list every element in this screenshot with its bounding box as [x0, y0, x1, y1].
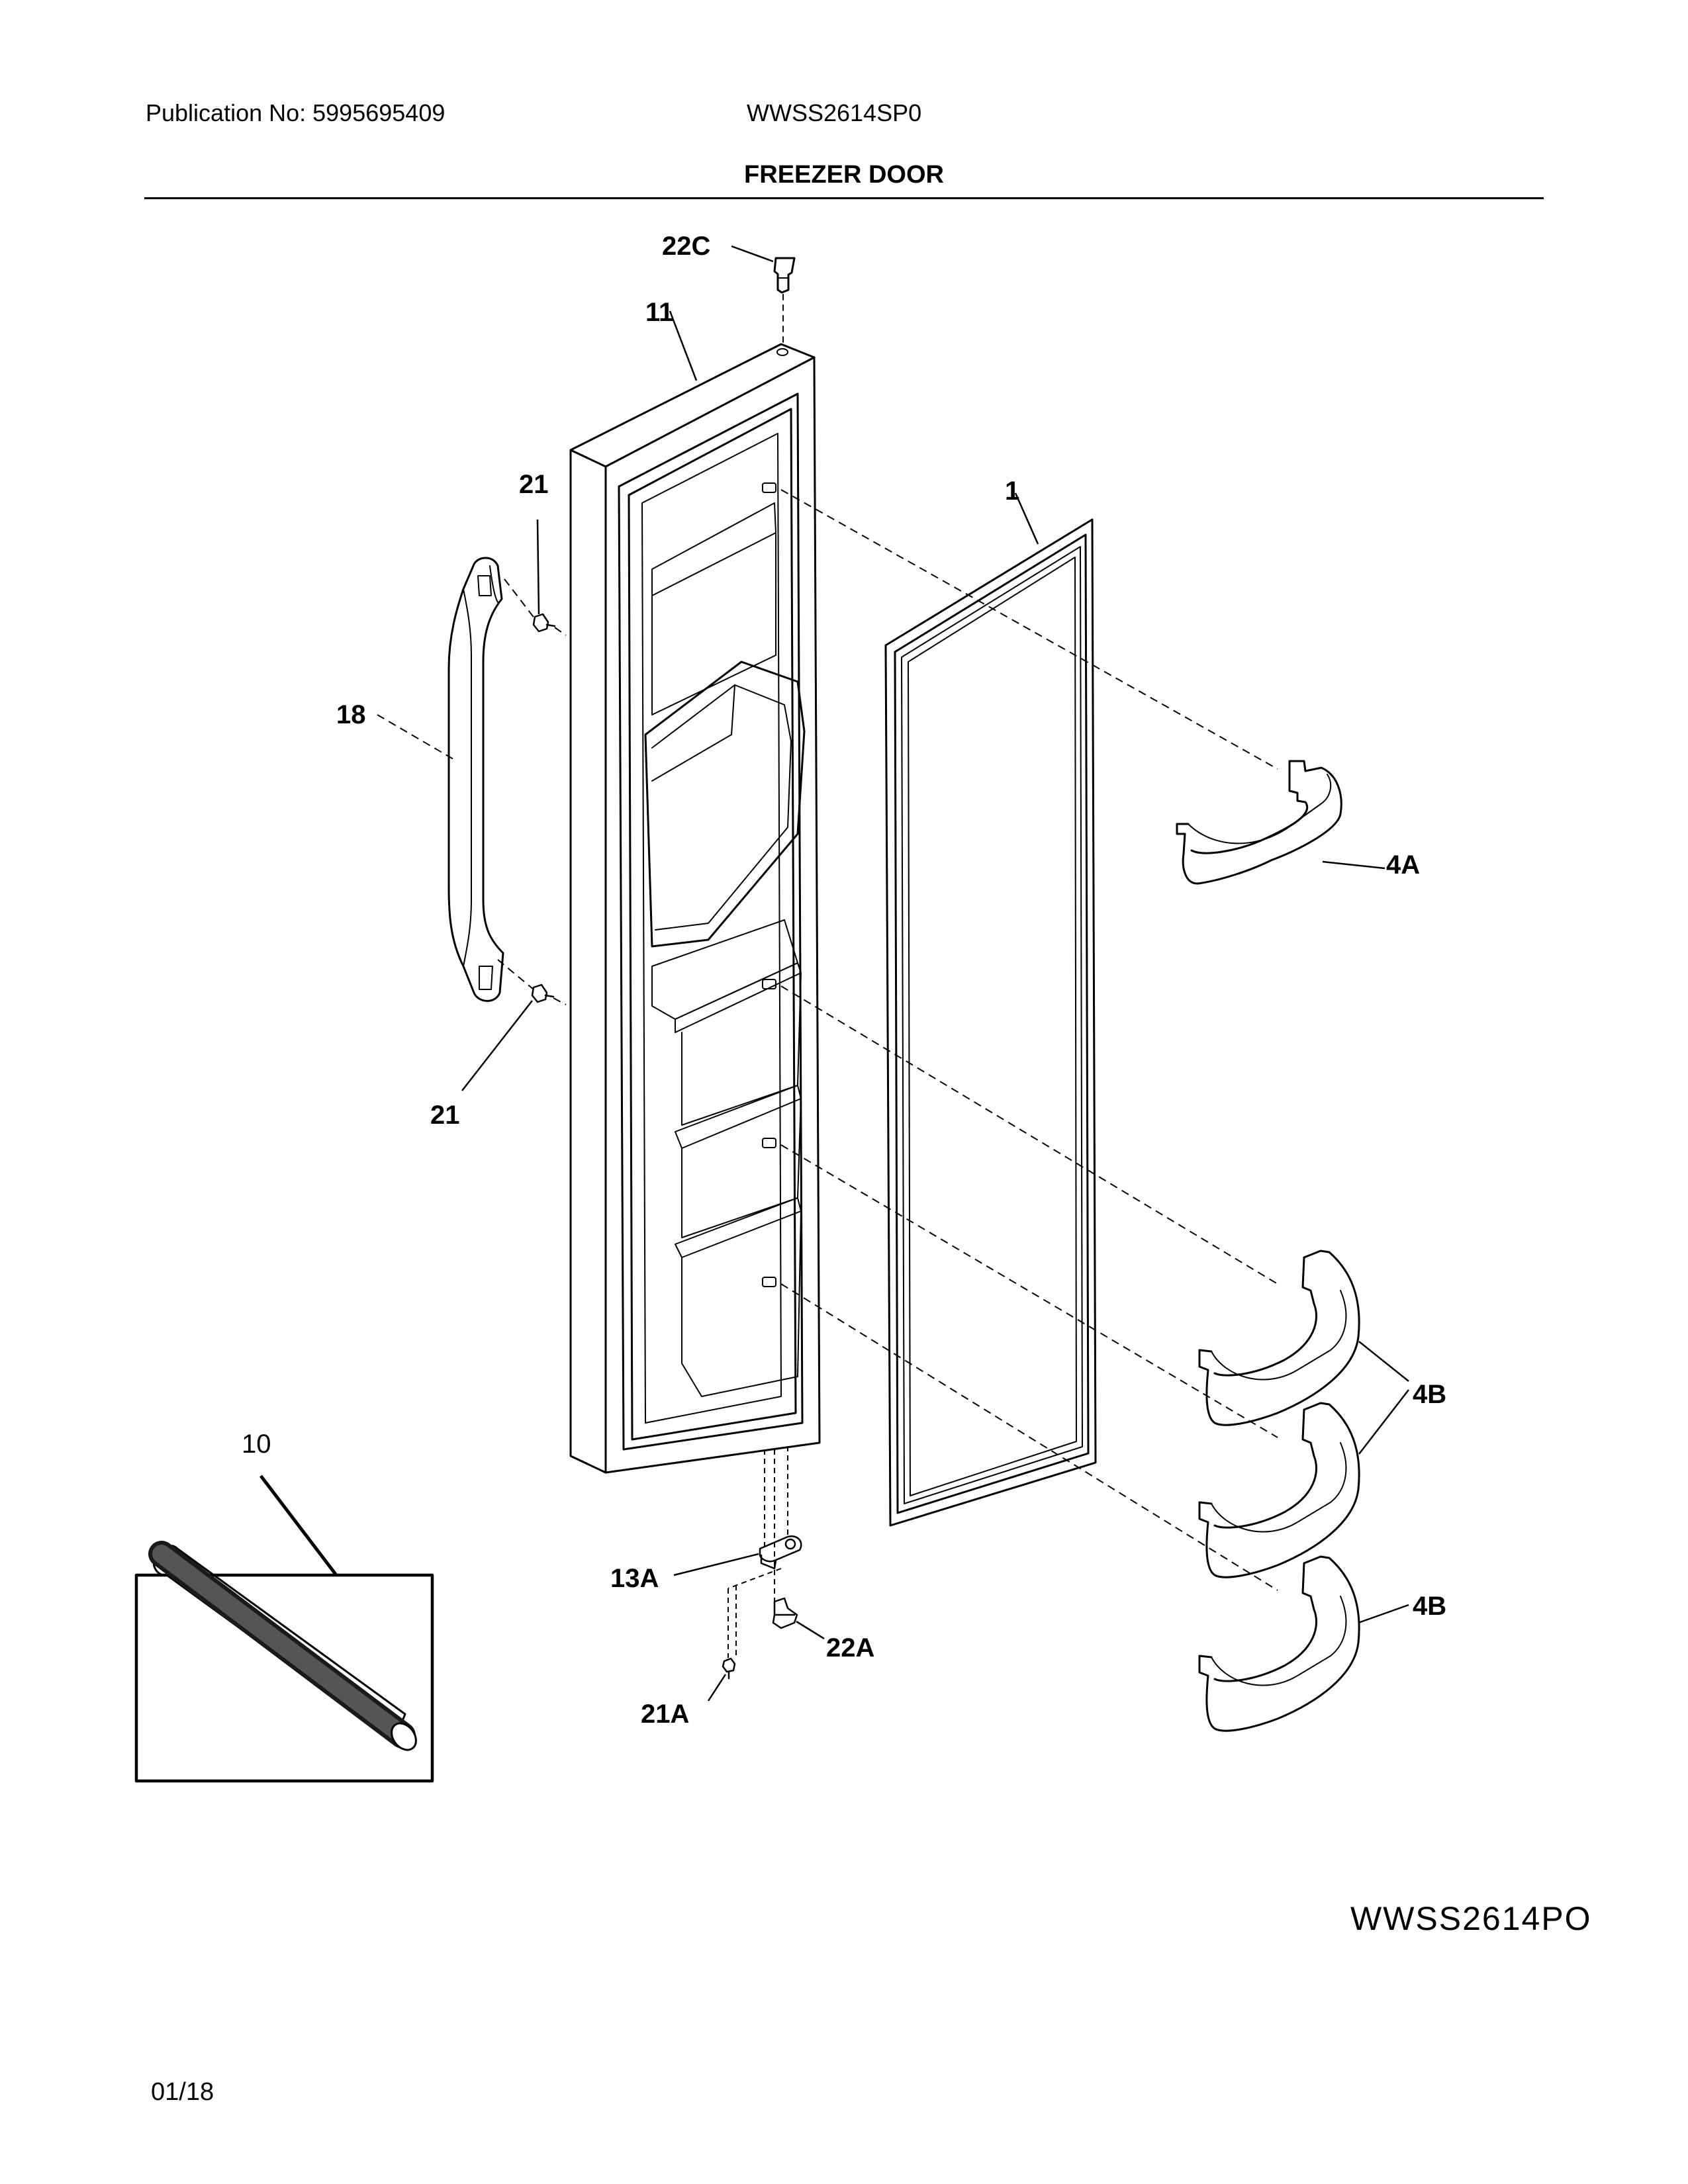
section-title: FREEZER DOOR — [744, 161, 944, 189]
callout-10: 10 — [242, 1430, 271, 1459]
part-4b-door-bin-3 — [1198, 1555, 1360, 1732]
part-4b-door-bin-1 — [1198, 1250, 1360, 1426]
diagram-code: WWSS2614PO — [1350, 1900, 1592, 1937]
callout-11: 11 — [645, 298, 673, 327]
part-21-screw-upper — [532, 613, 556, 633]
callout-13a: 13A — [610, 1564, 659, 1593]
callout-22a: 22A — [826, 1633, 874, 1662]
header-rule — [144, 197, 1544, 199]
leader-lines — [259, 245, 1409, 1702]
part-21a-screw — [722, 1657, 736, 1680]
callout-4b-lower: 4B — [1413, 1592, 1446, 1621]
part-22c-hinge-pin — [773, 257, 796, 294]
part-21-screw-lower — [531, 983, 555, 1003]
part-10-tubing-inset — [134, 1541, 434, 1783]
callout-22c: 22C — [662, 232, 710, 261]
callout-1: 1 — [1005, 477, 1019, 506]
alignment-lines — [377, 489, 1278, 1658]
model-number: WWSS2614SP0 — [747, 99, 922, 126]
callout-18: 18 — [336, 700, 366, 729]
callout-21a: 21A — [641, 1700, 689, 1729]
part-18-door-handle — [447, 557, 504, 1002]
part-4a-door-bin — [1176, 760, 1342, 885]
part-13a-hinge-bracket — [759, 1535, 802, 1570]
callout-4a: 4A — [1386, 850, 1420, 880]
callout-21-bottom: 21 — [430, 1101, 460, 1130]
revision-date: 01/18 — [151, 2078, 214, 2106]
part-11-freezer-door-liner — [569, 343, 821, 1474]
callout-4b-upper: 4B — [1413, 1380, 1446, 1409]
part-1-door-gasket — [884, 518, 1097, 1527]
publication-number: Publication No: 5995695409 — [146, 99, 445, 126]
part-4b-door-bin-2 — [1198, 1402, 1360, 1578]
part-22a-hinge-pin — [772, 1597, 798, 1629]
callout-21-top: 21 — [519, 470, 549, 499]
